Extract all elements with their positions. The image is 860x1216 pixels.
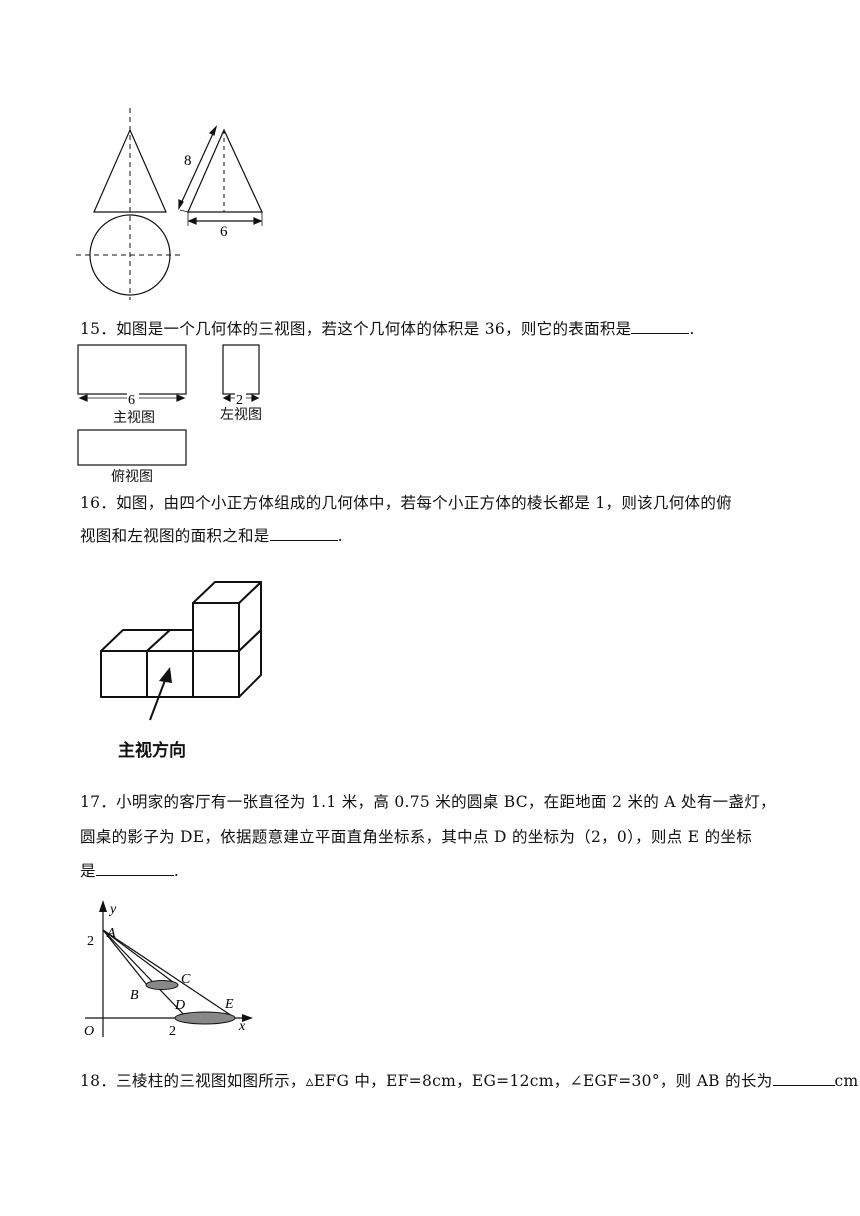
point-e-label: E	[224, 997, 234, 1012]
y-axis-label: y	[108, 902, 117, 917]
point-a-label: A	[106, 926, 116, 941]
question-16-line-2: 视图和左视图的面积之和是.	[80, 517, 343, 555]
side-view-rect	[222, 344, 260, 395]
y-tick-2: 2	[87, 934, 94, 949]
slant-dimension-label: 8	[184, 153, 192, 169]
answer-blank-15[interactable]	[631, 317, 690, 334]
front-view-rect	[77, 344, 187, 395]
top-view-rect	[77, 429, 187, 466]
front-width-label: 6	[128, 393, 135, 408]
table-top-ellipse	[145, 980, 179, 990]
point-c-label: C	[181, 972, 191, 987]
lamp-shadow-coordinate-figure: y x 2 O 2 A B C D E	[84, 900, 253, 1039]
answer-blank-18[interactable]	[772, 1069, 835, 1086]
question-17-line-3: 是.	[80, 852, 179, 890]
question-17-line-1: 17．小明家的客厅有一张直径为 1.1 米，高 0.75 米的圆桌 BC，在距地…	[80, 793, 776, 811]
cone-side-view	[187, 128, 263, 213]
question-16-line-1: 16．如图，由四个小正方体组成的几何体中，若每个小正方体的棱长都是 1，则该几何…	[80, 494, 732, 512]
cubes-figure	[100, 581, 262, 721]
question-17-line-2: 圆桌的影子为 DE，依据题意建立平面直角坐标系，其中点 D 的坐标为（2，0），…	[80, 828, 752, 846]
question-18: 18．三棱柱的三视图如图所示，▵EFG 中，EF=8cm，EG=12cm，∠EG…	[80, 1062, 860, 1100]
point-b-label: B	[130, 988, 139, 1003]
question-15-text: 15．如图是一个几何体的三视图，若这个几何体的体积是 36，则它的表面积是	[80, 320, 632, 338]
top-view-label: 俯视图	[111, 469, 153, 485]
answer-blank-16[interactable]	[269, 524, 338, 541]
base-dimension-label: 6	[220, 224, 228, 240]
question-15: 15．如图是一个几何体的三视图，若这个几何体的体积是 36，则它的表面积是.	[80, 310, 695, 348]
question-18-text: 18．三棱柱的三视图如图所示，▵EFG 中，EF=8cm，EG=12cm，∠EG…	[80, 1072, 773, 1090]
shadow-ellipse	[174, 1011, 236, 1025]
origin-label: O	[84, 1024, 94, 1039]
side-width-label: 2	[236, 393, 243, 408]
x-tick-2: 2	[169, 1024, 176, 1039]
point-d-label: D	[174, 998, 185, 1013]
side-view-label: 左视图	[220, 407, 262, 423]
answer-blank-17[interactable]	[95, 859, 174, 876]
q15-three-views-figure: 6 2	[77, 344, 260, 466]
x-axis-label: x	[238, 1019, 246, 1034]
front-view-label: 主视图	[113, 410, 155, 426]
cone-three-views-figure: 8 6	[76, 108, 263, 300]
front-view-direction-label: 主视方向	[118, 741, 186, 761]
